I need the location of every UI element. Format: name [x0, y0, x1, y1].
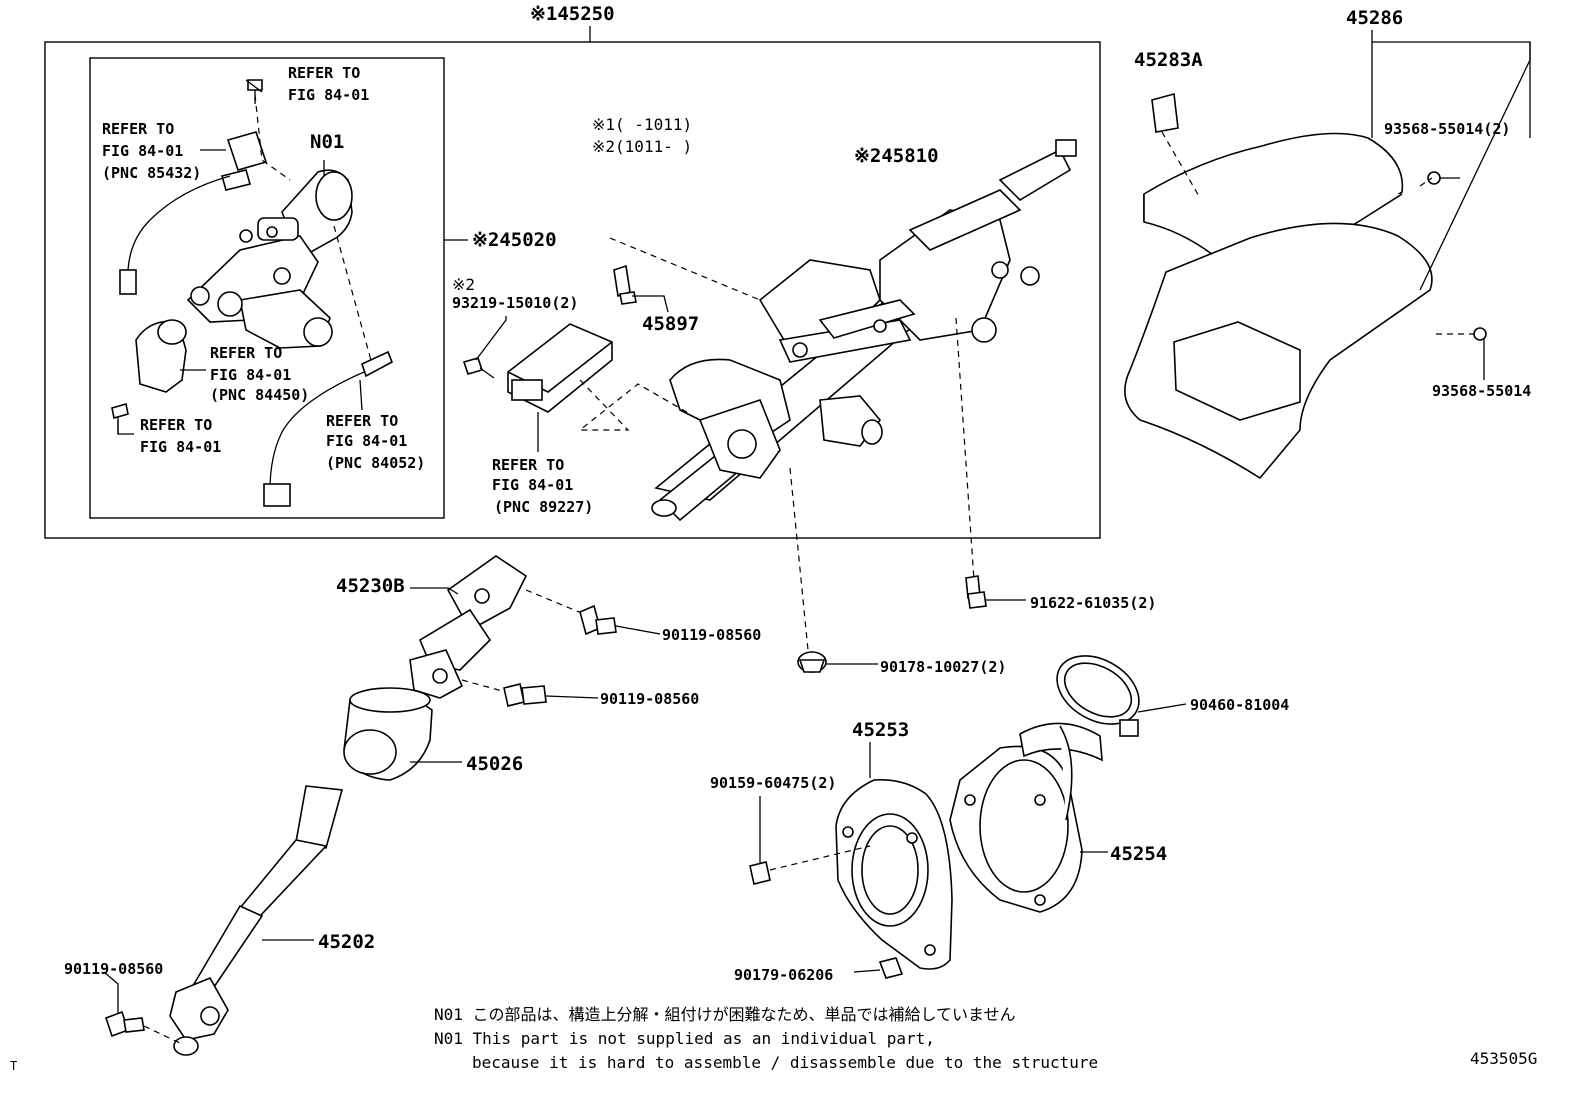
label-90119-08560-c: 90119-08560 [64, 960, 163, 978]
ref4-line1: REFER TO [140, 416, 212, 434]
figure-code: 453505G [1470, 1049, 1537, 1068]
dust-seal-45254 [949, 655, 1187, 913]
label-45810: ※245810 [854, 145, 939, 167]
boot-45026 [343, 687, 462, 781]
corner-mark: T [10, 1059, 17, 1073]
ref6-line2: FIG 84-01 [492, 476, 573, 494]
label-90159-60475: 90159-60475(2) [710, 774, 836, 792]
ref1-line1: REFER TO [288, 64, 360, 82]
label-45897: 45897 [642, 313, 699, 335]
ref2-line1: REFER TO [102, 120, 174, 138]
label-91622-61035: 91622-61035(2) [1030, 594, 1156, 612]
subassembly-frame-45020 [89, 57, 445, 519]
label-90179-06206: 90179-06206 [734, 966, 833, 984]
label-45020: ※245020 [472, 229, 557, 251]
label-45250: ※145250 [530, 3, 615, 25]
ref5-line2: FIG 84-01 [326, 432, 407, 450]
label-90119-08560-b: 90119-08560 [600, 690, 699, 708]
label-45026: 45026 [466, 753, 523, 775]
ref5-line1: REFER TO [326, 412, 398, 430]
steering-column-45810 [651, 139, 1077, 522]
ref3-line3: (PNC 84450) [210, 386, 309, 404]
bolt-91622 [965, 575, 1026, 609]
assembly-frame-45250 [44, 41, 1101, 539]
label-93219-15010: 93219-15010(2) [452, 294, 578, 312]
ref4-line2: FIG 84-01 [140, 438, 221, 456]
label-45286: 45286 [1346, 7, 1403, 29]
column-cover-45286 [1124, 30, 1531, 480]
ref3-line1: REFER TO [210, 344, 282, 362]
label-90178-10027: 90178-10027(2) [880, 658, 1006, 676]
legend-mark-1: ※1( -1011) [592, 115, 692, 134]
label-90460-81004: 90460-81004 [1190, 696, 1289, 714]
ignition-switch-assembly [111, 79, 394, 507]
label-93568-55014: 93568-55014 [1432, 382, 1531, 400]
ref1-line2: FIG 84-01 [288, 86, 369, 104]
label-90119-08560-a: 90119-08560 [662, 626, 761, 644]
ref6-line1: REFER TO [492, 456, 564, 474]
main-shaft-45202 [103, 785, 344, 1056]
legend-mark-2: ※2(1011- ) [592, 137, 692, 156]
label-93568-55014-2: 93568-55014(2) [1384, 120, 1510, 138]
grommet-90178 [797, 651, 878, 673]
ref6-line3: (PNC 89227) [494, 498, 593, 516]
ref3-line2: FIG 84-01 [210, 366, 291, 384]
label-45202: 45202 [318, 931, 375, 953]
label-n01: N01 [310, 131, 344, 153]
ref2-line2: FIG 84-01 [102, 142, 183, 160]
note-english-line2: because it is hard to assemble / disasse… [472, 1053, 1098, 1072]
ref5-line3: (PNC 84052) [326, 454, 425, 472]
ref2-line3: (PNC 85432) [102, 164, 201, 182]
label-45230b: 45230B [336, 575, 405, 597]
label-93219-mark: ※2 [452, 275, 475, 294]
label-45254: 45254 [1110, 843, 1167, 865]
bolt-45897 [613, 264, 669, 313]
ecu-module [462, 316, 613, 452]
note-japanese: N01 この部品は、構造上分解・組付けが困難なため、単品では補給していません [434, 1005, 1016, 1024]
intermediate-shaft-45230b [409, 555, 661, 707]
note-english-line1: N01 This part is not supplied as an indi… [434, 1029, 935, 1048]
plate-45253 [749, 742, 953, 979]
label-45253: 45253 [852, 719, 909, 741]
label-45283a: 45283A [1134, 49, 1203, 71]
